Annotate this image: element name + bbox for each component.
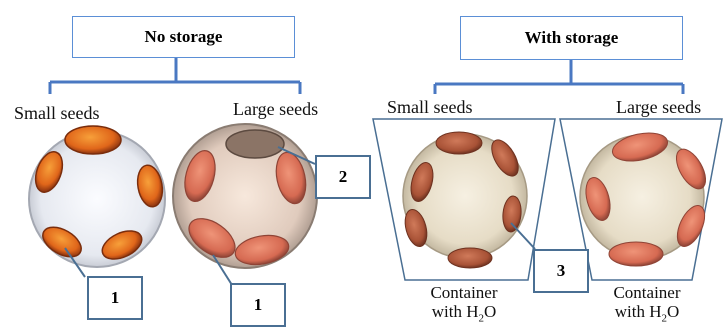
caption-line2: with H2O	[432, 302, 497, 321]
bracket-no-storage	[50, 58, 300, 94]
seed-stored-small	[448, 248, 492, 268]
caption-line2: with H2O	[615, 302, 680, 321]
bracket-with-storage	[435, 60, 683, 94]
caption-line1: Container	[613, 283, 680, 302]
marker-1-small: 1	[87, 276, 143, 320]
marker-3: 3	[533, 249, 589, 293]
caption-container-small: Container with H2O	[404, 283, 524, 328]
caption-line1: Container	[430, 283, 497, 302]
caption-container-large: Container with H2O	[587, 283, 707, 328]
label-large-seeds-with-storage: Large seeds	[616, 97, 701, 118]
label-small-seeds-no-storage: Small seeds	[14, 103, 100, 124]
seed-large-dead	[226, 130, 284, 158]
marker-2: 2	[315, 155, 371, 199]
label-small-seeds-with-storage: Small seeds	[387, 97, 473, 118]
label-large-seeds-no-storage: Large seeds	[233, 99, 318, 120]
header-with-storage: With storage	[460, 16, 683, 60]
marker-1-large: 1	[230, 283, 286, 327]
seed-stored-large	[609, 242, 663, 266]
header-no-storage: No storage	[72, 16, 295, 58]
seed-small	[65, 126, 121, 154]
seed-stored-small	[436, 132, 482, 154]
